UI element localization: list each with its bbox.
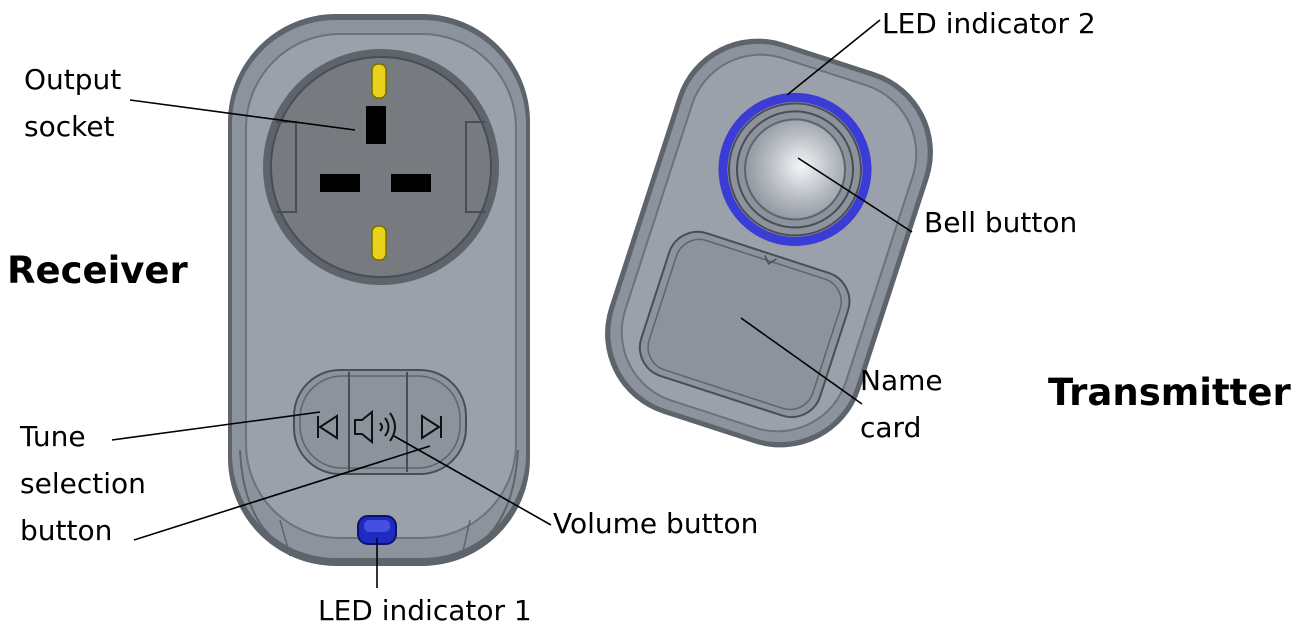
led-indicator-2	[718, 92, 872, 246]
leader-bell-button	[797, 157, 913, 233]
neutral-pin-slot	[391, 174, 431, 192]
receiver-bottom-rim	[239, 449, 519, 561]
bell-button[interactable]	[732, 106, 858, 232]
leader-tune-selection-top	[111, 411, 321, 441]
shutter-pin-top	[371, 63, 387, 99]
speaker-volume-icon[interactable]	[354, 409, 396, 445]
name-card	[638, 230, 851, 419]
output-socket	[263, 49, 499, 285]
leader-tune-selection-bottom	[133, 445, 431, 541]
leader-name-card	[740, 317, 863, 405]
tune-selection-button-label: Tune selection button	[20, 420, 146, 547]
leader-output-socket	[129, 99, 356, 131]
next-tune-icon[interactable]	[421, 414, 442, 440]
volume-button-label: Volume button	[553, 507, 759, 540]
leader-volume-button	[393, 435, 552, 526]
led-indicator-1-label: LED indicator 1	[318, 594, 532, 627]
leader-lines	[111, 19, 913, 588]
earth-pin-slot	[366, 106, 386, 144]
transmitter-device	[605, 38, 933, 448]
leader-led-indicator-2	[786, 19, 881, 96]
led-indicator-2-label: LED indicator 2	[882, 7, 1096, 40]
transmitter-title: Transmitter	[1048, 371, 1291, 414]
name-card-label: Name card	[860, 364, 943, 444]
bell-button-label: Bell button	[924, 206, 1078, 239]
receiver-title: Receiver	[7, 249, 188, 292]
bell-button-assembly	[718, 92, 872, 246]
previous-tune-icon[interactable]	[317, 414, 338, 440]
live-pin-slot	[320, 174, 360, 192]
receiver-device	[228, 14, 530, 566]
output-socket-label: Output socket	[24, 63, 122, 143]
shutter-pin-bottom	[371, 225, 387, 261]
receiver-button-pad	[293, 369, 467, 475]
